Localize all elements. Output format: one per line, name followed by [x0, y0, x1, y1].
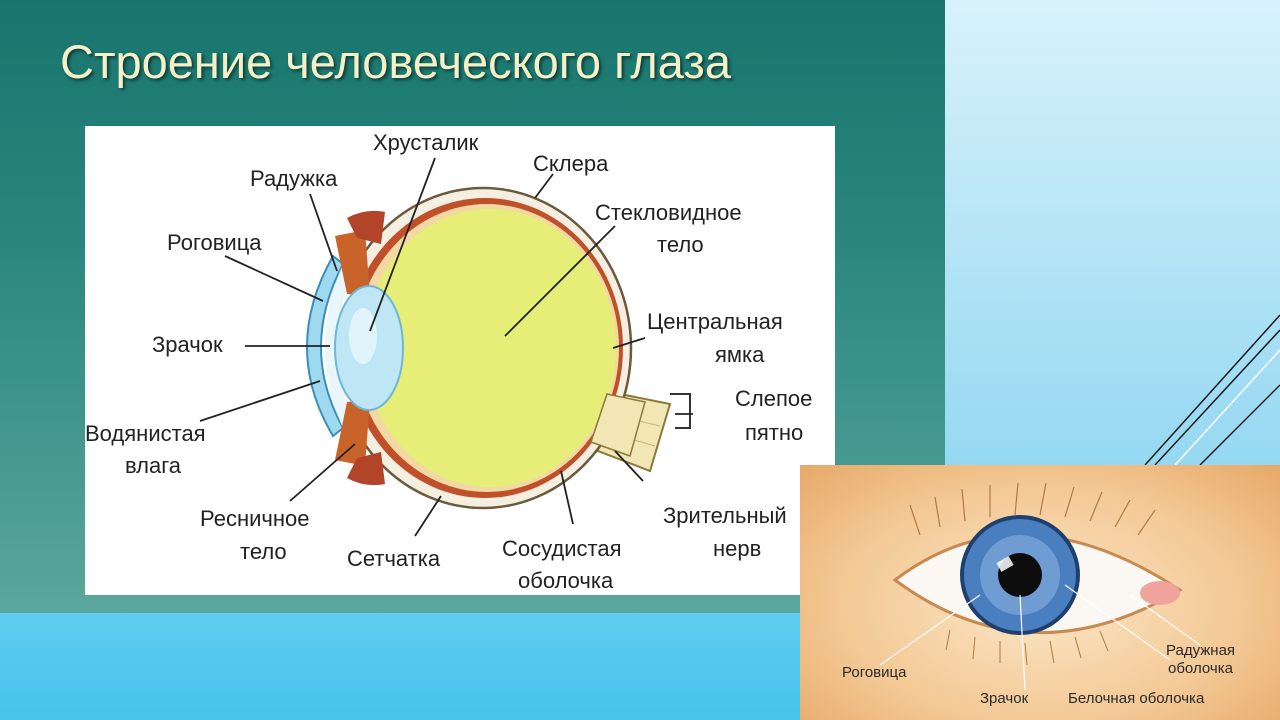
- aqueous-humour-shape: [325, 264, 353, 428]
- label-fovea-1: Центральная: [647, 309, 783, 334]
- tear-duct-shape: [1140, 581, 1180, 605]
- label-ciliary-1: Ресничное: [200, 506, 309, 531]
- label-vitreous-1: Стекловидное: [595, 200, 742, 225]
- label-optic-nerve-2: нерв: [713, 536, 761, 561]
- vitreous-body-shape: [364, 209, 616, 487]
- eye-diagram: Хрусталик Склера Радужка Стекловидное те…: [85, 130, 812, 593]
- label-vitreous-2: тело: [657, 232, 704, 257]
- label-optic-nerve-1: Зрительный: [663, 503, 787, 528]
- ciliary-body-shape: [347, 452, 385, 486]
- photo-label-pupil: Зрачок: [980, 690, 1029, 707]
- iris-upper-shape: [335, 230, 370, 296]
- cornea-shape: [306, 254, 345, 438]
- label-iris: Радужка: [250, 166, 338, 191]
- eye-diagram-card: Хрусталик Склера Радужка Стекловидное те…: [85, 126, 835, 595]
- label-aqueous-2: влага: [125, 453, 182, 478]
- iris-lower-shape: [335, 400, 370, 466]
- label-choroid-1: Сосудистая: [502, 536, 622, 561]
- label-aqueous-1: Водянистая: [85, 421, 206, 446]
- eye-photo-card: Роговица Радужная оболочка Зрачок Белочн…: [800, 465, 1280, 720]
- photo-label-iris-1: Радужная: [1166, 642, 1235, 659]
- photo-label-sclera: Белочная оболочка: [1068, 690, 1205, 707]
- label-ciliary-2: тело: [240, 539, 287, 564]
- label-cornea: Роговица: [167, 230, 262, 255]
- slide-title: Строение человеческого глаза: [60, 35, 731, 88]
- label-sclera: Склера: [533, 151, 609, 176]
- label-fovea-2: ямка: [715, 342, 765, 367]
- photo-label-iris-2: оболочка: [1168, 660, 1234, 677]
- label-pupil: Зрачок: [152, 332, 223, 357]
- label-blind-spot-2: пятно: [745, 420, 803, 445]
- blind-spot-bracket: [670, 393, 691, 429]
- label-choroid-2: оболочка: [518, 568, 614, 593]
- label-retina: Сетчатка: [347, 546, 441, 571]
- label-blind-spot-1: Слепое: [735, 386, 812, 411]
- eye-photo: Роговица Радужная оболочка Зрачок Белочн…: [842, 482, 1235, 707]
- label-lens: Хрусталик: [373, 130, 479, 155]
- photo-label-cornea: Роговица: [842, 664, 907, 681]
- decorative-lines: [1144, 314, 1280, 466]
